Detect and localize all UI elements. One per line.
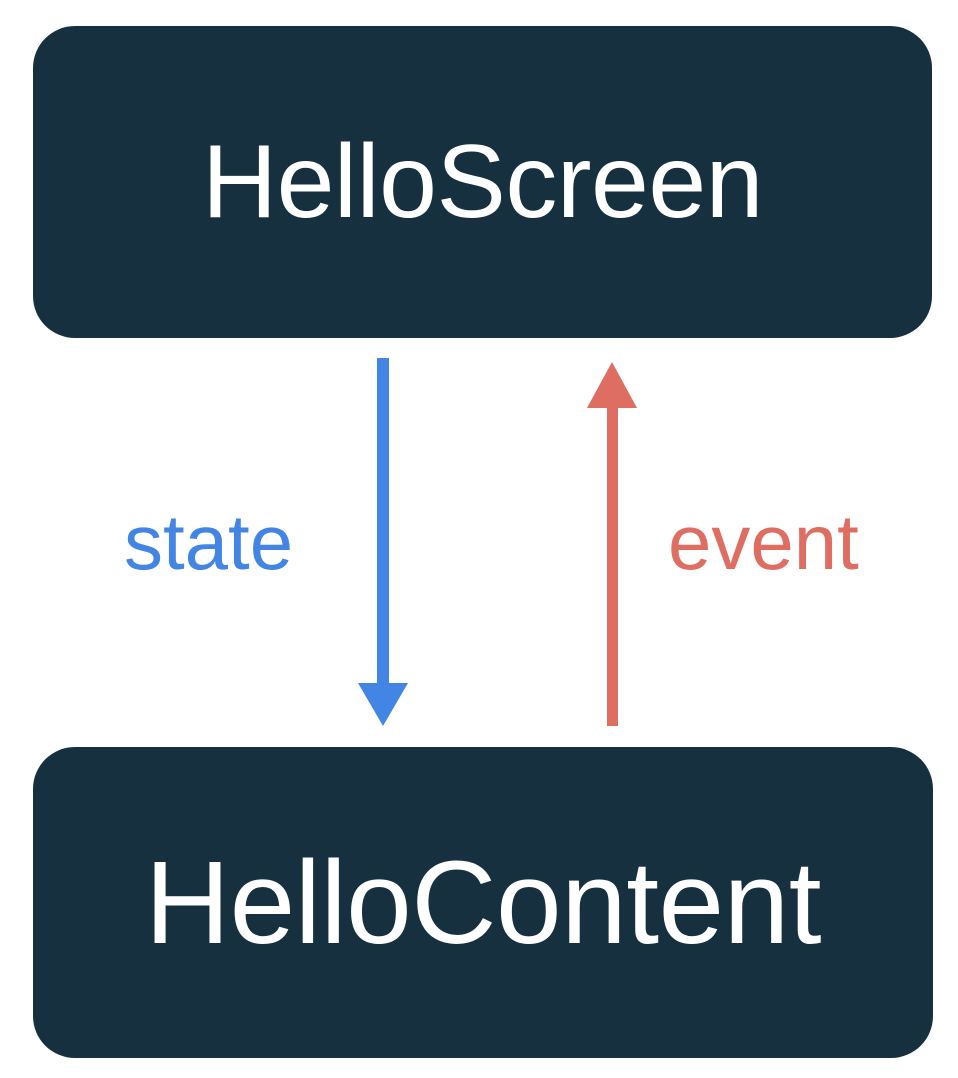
state-arrow-down xyxy=(358,358,408,726)
edge-label-state: state xyxy=(124,498,294,586)
event-arrow-head-icon xyxy=(587,362,637,408)
node-hello-content[interactable]: HelloContent xyxy=(33,747,933,1058)
state-arrow-shaft xyxy=(377,358,389,690)
state-arrow-head-icon xyxy=(358,683,408,726)
node-hello-screen-label: HelloScreen xyxy=(201,124,764,240)
event-arrow-shaft xyxy=(607,404,618,726)
event-arrow-up xyxy=(587,362,637,726)
node-hello-screen[interactable]: HelloScreen xyxy=(33,26,932,338)
node-hello-content-label: HelloContent xyxy=(144,836,822,969)
edge-label-event: event xyxy=(668,498,859,586)
